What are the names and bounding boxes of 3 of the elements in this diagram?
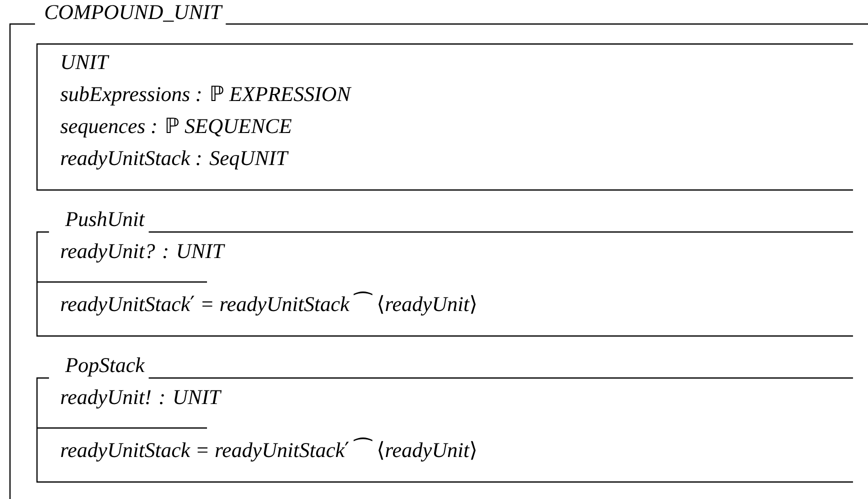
state-schema-box: UNIT subExpressions : ℙ EXPRESSION sequences : ℙ SEQUENCE readyUnitStack : SeqUNIT <box>36 43 853 191</box>
operation-schema-box: PushUnit readyUnit? : UNIT readyUnitStack′ = readyUnitStack ⁀ ⟨readyUnit⟩ <box>36 211 853 337</box>
operation-schema-box: PopStack readyUnit! : UNIT readyUnitStack = readyUnitStack′ ⁀ ⟨readyUnit⟩ <box>36 357 853 483</box>
